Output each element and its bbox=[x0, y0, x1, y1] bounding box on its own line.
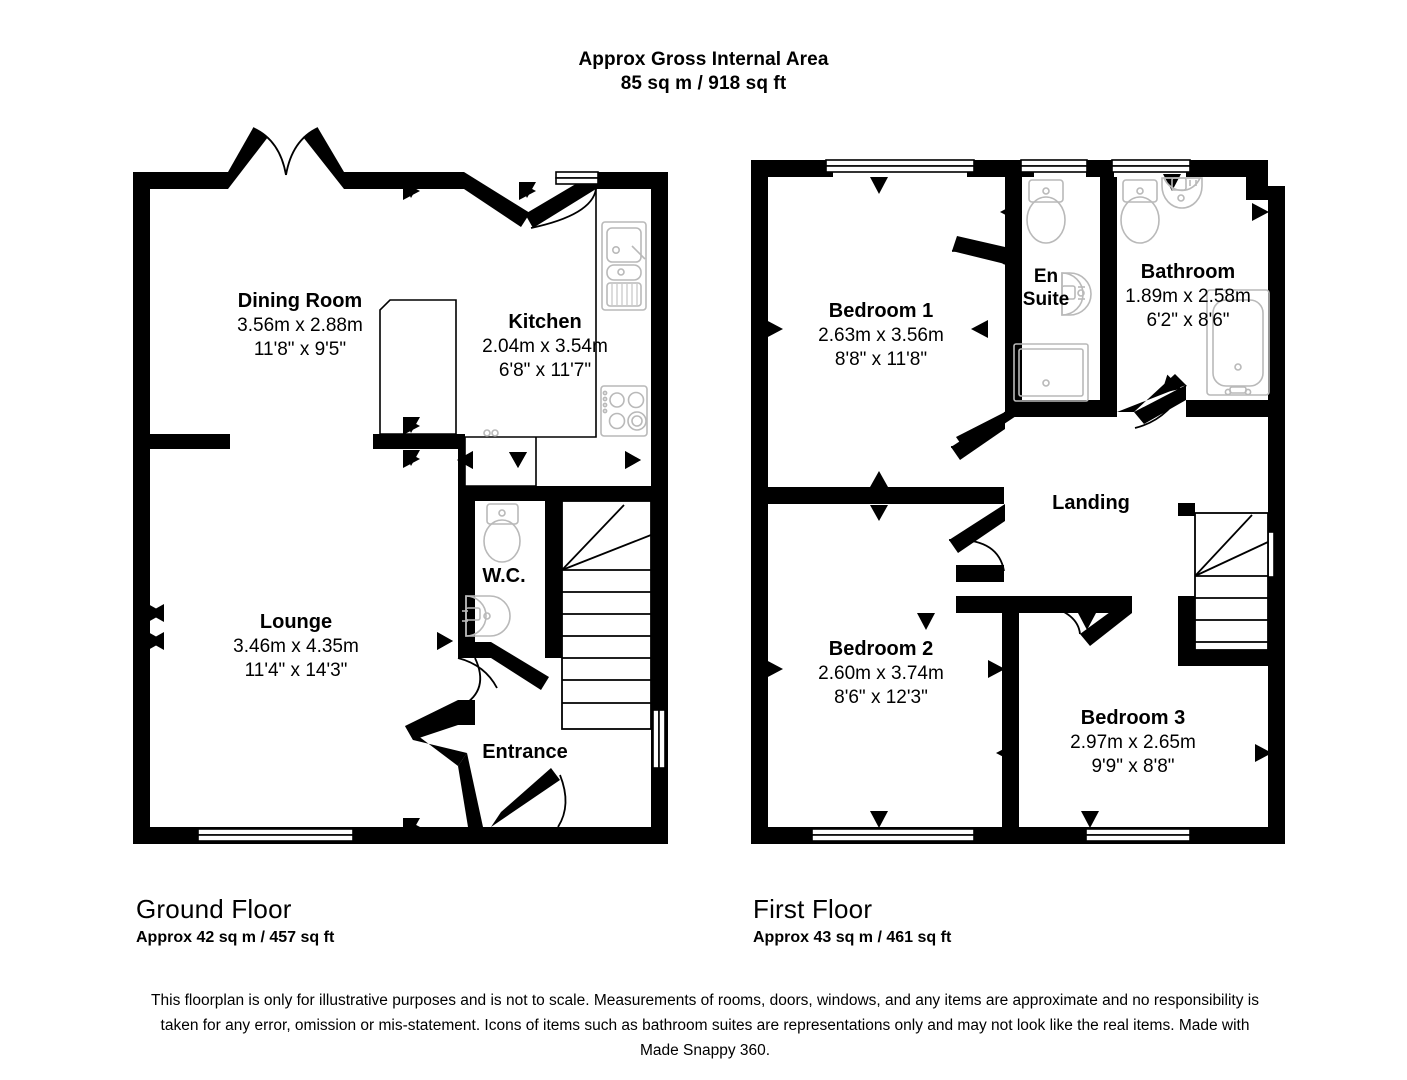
staircase-icon bbox=[561, 500, 652, 730]
disclaimer-text: This floorplan is only for illustrative … bbox=[151, 992, 1259, 1059]
room-label-bedroom-1: Bedroom 1 bbox=[829, 300, 933, 322]
kitchen-door-swing bbox=[530, 188, 597, 229]
wc-door bbox=[457, 642, 549, 690]
room-dim-metric-bedroom-2: 2.60m x 3.74m bbox=[818, 663, 944, 684]
room-dim-imperial-bedroom-1: 8'8" x 11'8" bbox=[835, 349, 927, 370]
room-dim-imperial-lounge: 11'4" x 14'3" bbox=[245, 660, 348, 681]
lounge-hall-door-swing bbox=[461, 657, 482, 707]
wc-toilet-icon bbox=[483, 503, 521, 563]
dining-room-unit bbox=[379, 299, 457, 435]
gross-area-title: Approx Gross Internal Area bbox=[578, 49, 829, 70]
room-dim-metric-bedroom-1: 2.63m x 3.56m bbox=[818, 325, 944, 346]
room-dim-metric-lounge: 3.46m x 4.35m bbox=[233, 636, 359, 657]
room-label-wc: W.C. bbox=[482, 565, 525, 587]
room-label-landing: Landing bbox=[1052, 492, 1130, 514]
gross-area-value: 85 sq m / 918 sq ft bbox=[620, 73, 787, 94]
kitchen-sink-icon bbox=[601, 221, 647, 311]
room-label-bathroom: Bathroom bbox=[1141, 261, 1235, 283]
room-label-entrance: Entrance bbox=[482, 741, 568, 763]
first-floor-labels: Bedroom 1 2.63m x 3.56m 8'8" x 11'8" En … bbox=[818, 261, 1251, 777]
room-label-bedroom-2: Bedroom 2 bbox=[829, 638, 933, 660]
ground-floor-labels: Dining Room 3.56m x 2.88m 11'8" x 9'5" K… bbox=[233, 290, 608, 763]
kitchen-worktop bbox=[464, 189, 597, 487]
ensuite-basin-icon bbox=[1061, 272, 1092, 316]
ground-floor-title-block: Ground Floor Approx 42 sq m / 457 sq ft bbox=[136, 893, 334, 951]
ground-floor-area: Approx 42 sq m / 457 sq ft bbox=[136, 929, 335, 946]
bathroom-basin-icon bbox=[1161, 177, 1203, 209]
room-dim-imperial-kitchen: 6'8" x 11'7" bbox=[499, 360, 591, 381]
room-label-bedroom-3: Bedroom 3 bbox=[1081, 707, 1185, 729]
ground-floor-title: Ground Floor bbox=[136, 894, 292, 924]
room-label-en-suite-line2: Suite bbox=[1023, 289, 1069, 310]
hob-icon bbox=[600, 385, 648, 437]
entrance-walls bbox=[405, 700, 483, 827]
ground-floor-plan: Dining Room 3.56m x 2.88m 11'8" x 9'5" K… bbox=[133, 127, 668, 844]
ground-floor-windows bbox=[197, 171, 666, 842]
room-dim-imperial-dining-room: 11'8" x 9'5" bbox=[254, 339, 346, 360]
first-floor-plan: Bedroom 1 2.63m x 3.56m 8'8" x 11'8" En … bbox=[751, 159, 1285, 844]
room-dim-metric-dining-room: 3.56m x 2.88m bbox=[237, 315, 363, 336]
wc-basin-icon bbox=[462, 595, 511, 637]
room-label-dining-room: Dining Room bbox=[238, 290, 362, 312]
bathtub-icon bbox=[1206, 289, 1270, 396]
ground-floor-view-arrows bbox=[148, 182, 641, 836]
room-dim-metric-bathroom: 1.89m x 2.58m bbox=[1125, 286, 1251, 307]
bathroom-toilet-icon bbox=[1120, 179, 1160, 244]
first-floor-area: Approx 43 sq m / 461 sq ft bbox=[753, 929, 952, 946]
gross-area-header: Approx Gross Internal Area 85 sq m / 918… bbox=[0, 48, 1407, 96]
ensuite-toilet-icon bbox=[1026, 179, 1066, 244]
first-floor-windows bbox=[811, 159, 1275, 842]
first-floor-title: First Floor bbox=[753, 894, 873, 924]
bay-french-door-swings bbox=[252, 127, 319, 176]
room-dim-metric-kitchen: 2.04m x 3.54m bbox=[482, 336, 608, 357]
room-label-lounge: Lounge bbox=[260, 611, 332, 633]
room-dim-metric-bedroom-3: 2.97m x 2.65m bbox=[1070, 732, 1196, 753]
room-dim-imperial-bathroom: 6'2" x 8'6" bbox=[1146, 310, 1229, 331]
landing-staircase-icon bbox=[1178, 503, 1269, 651]
first-floor-title-block: First Floor Approx 43 sq m / 461 sq ft bbox=[753, 893, 951, 951]
room-label-en-suite-line1: En bbox=[1034, 266, 1058, 287]
room-dim-imperial-bedroom-3: 9'9" x 8'8" bbox=[1091, 756, 1174, 777]
room-dim-imperial-bedroom-2: 8'6" x 12'3" bbox=[834, 687, 928, 708]
room-label-kitchen: Kitchen bbox=[508, 311, 581, 333]
front-door bbox=[491, 768, 567, 828]
landing-door-walls bbox=[948, 236, 1187, 646]
ensuite-shower-tray-icon bbox=[1013, 343, 1089, 402]
